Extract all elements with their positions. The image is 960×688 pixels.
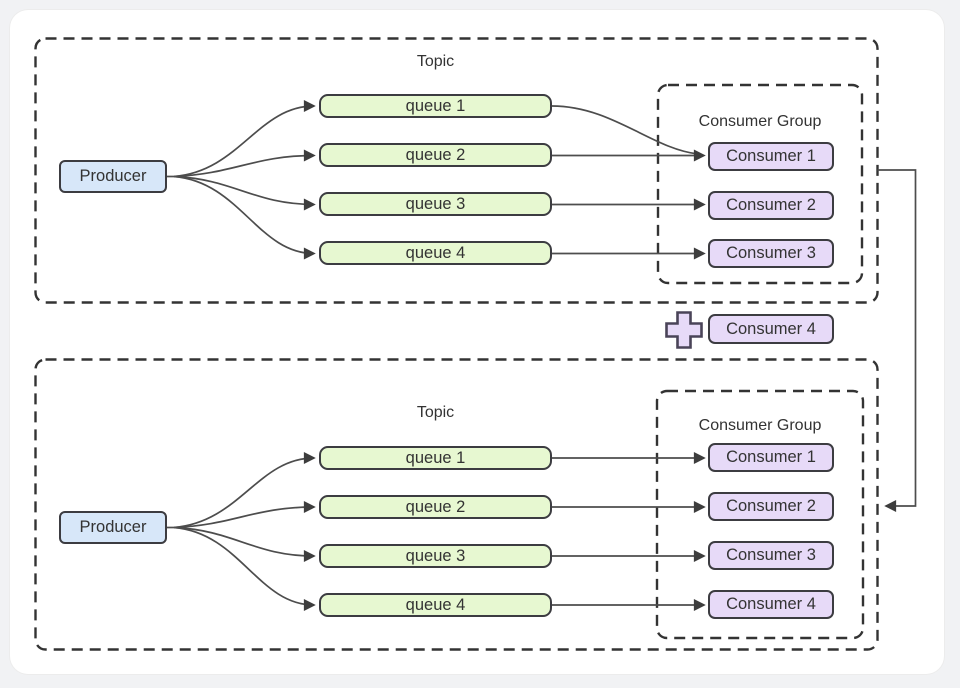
- top-producer-box: Producer: [59, 160, 167, 193]
- top-consumer-1-box: Consumer 1: [708, 142, 834, 171]
- top-consumer-3-box: Consumer 3: [708, 239, 834, 268]
- bottom-queue-2-box: queue 2: [319, 495, 552, 519]
- bottom-producer-box: Producer: [59, 511, 167, 544]
- bottom-topic-label: Topic: [416, 404, 455, 421]
- bottom-consumer-2-box: Consumer 2: [708, 492, 834, 521]
- bottom-queue-4-box: queue 4: [319, 593, 552, 617]
- top-queue-2-box: queue 2: [319, 143, 552, 167]
- top-queue-3-box: queue 3: [319, 192, 552, 216]
- bottom-queue-3-box: queue 3: [319, 544, 552, 568]
- bottom-consumer-1-box: Consumer 1: [708, 443, 834, 472]
- added-consumer-box: Consumer 4: [708, 314, 834, 344]
- bottom-consumer-4-box: Consumer 4: [708, 590, 834, 619]
- bottom-queue-1-box: queue 1: [319, 446, 552, 470]
- top-queue-1-box: queue 1: [319, 94, 552, 118]
- bottom-consumer-3-box: Consumer 3: [708, 541, 834, 570]
- top-queue-4-box: queue 4: [319, 241, 552, 265]
- top-topic-label: Topic: [416, 53, 455, 70]
- top-consumer-group-title: Consumer Group: [698, 113, 822, 130]
- top-consumer-2-box: Consumer 2: [708, 191, 834, 220]
- bottom-consumer-group-title: Consumer Group: [698, 417, 822, 434]
